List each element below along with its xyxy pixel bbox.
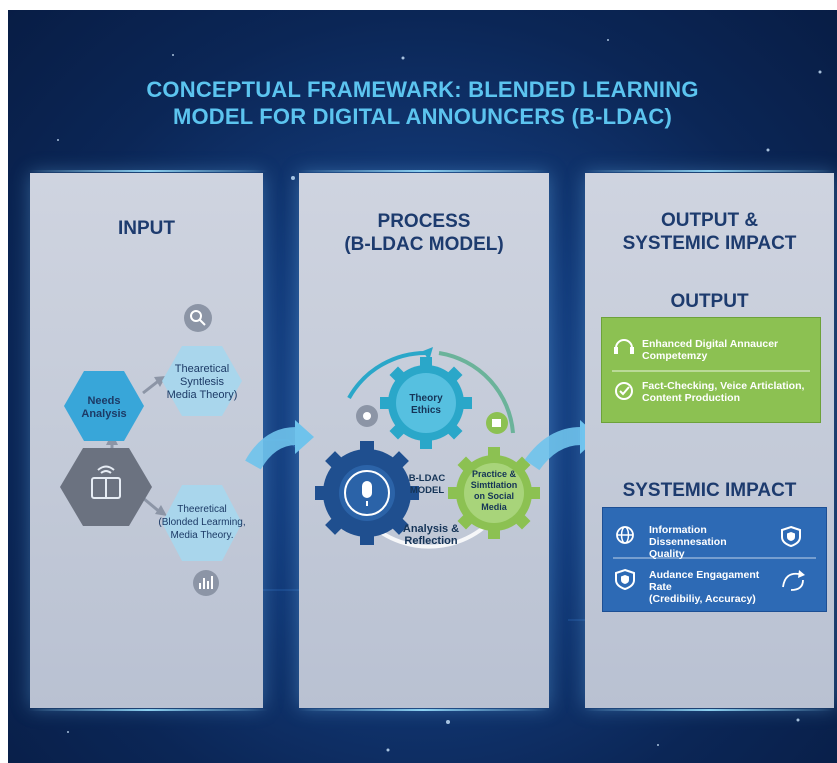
arrow-input-to-process (253, 420, 313, 465)
glow-divider (298, 170, 548, 172)
thumbs-up-icon (486, 412, 508, 434)
impact-item-audience-engagement: Audance Engagament Rate(Credibiliy, Accu… (649, 569, 760, 605)
refresh-arrows-icon (781, 568, 807, 592)
theory-blended-label: Theeretical(Blonded Learming,Media Theor… (158, 504, 246, 541)
process-heading: PROCESS(B-LDAC MODEL) (344, 211, 504, 255)
glow-divider (28, 709, 268, 711)
search-icon (184, 304, 212, 332)
diagram-canvas: CONCEPTUAL FRAMEWARK: BLENDED LEARNING M… (8, 10, 837, 763)
globe-icon (615, 525, 635, 545)
input-graphic (60, 304, 242, 596)
gear-graphic (315, 347, 540, 549)
headphones-icon (612, 336, 636, 358)
input-heading: INPUT (118, 218, 175, 239)
output-panel: OUTPUT &SYSTEMIC IMPACT OUTPUT Enhanced … (585, 173, 834, 708)
glow-divider (584, 709, 834, 711)
glow-divider (28, 170, 268, 172)
output-impact-heading: OUTPUT &SYSTEMIC IMPACT (622, 210, 797, 254)
process-panel: PROCESS(B-LDAC MODEL) (299, 173, 549, 708)
book-icon (90, 461, 122, 501)
output-item-skills: Fact-Checking, Veice Articlation,Content… (642, 380, 805, 404)
output-heading: OUTPUT (670, 291, 749, 312)
systemic-impact-heading: SYSTEMIC IMPACT (622, 480, 797, 501)
analysis-reflection-label: Analysis &Reflection (402, 523, 460, 547)
shield-icon (614, 568, 636, 591)
bar-chart-icon (193, 570, 219, 596)
glow-divider (584, 170, 834, 172)
check-circle-icon (614, 381, 636, 403)
title-line-1: CONCEPTUAL FRAMEWARK: BLENDED LEARNING (146, 77, 699, 102)
input-panel: INPUT (30, 173, 263, 708)
settings-badge-icon (356, 405, 378, 427)
shield-icon (780, 525, 802, 548)
glow-divider (298, 709, 548, 711)
title-line-2: MODEL FOR DIGITAL ANNOUNCERS (B-LDAC) (172, 104, 673, 129)
microphone-icon (351, 477, 383, 509)
